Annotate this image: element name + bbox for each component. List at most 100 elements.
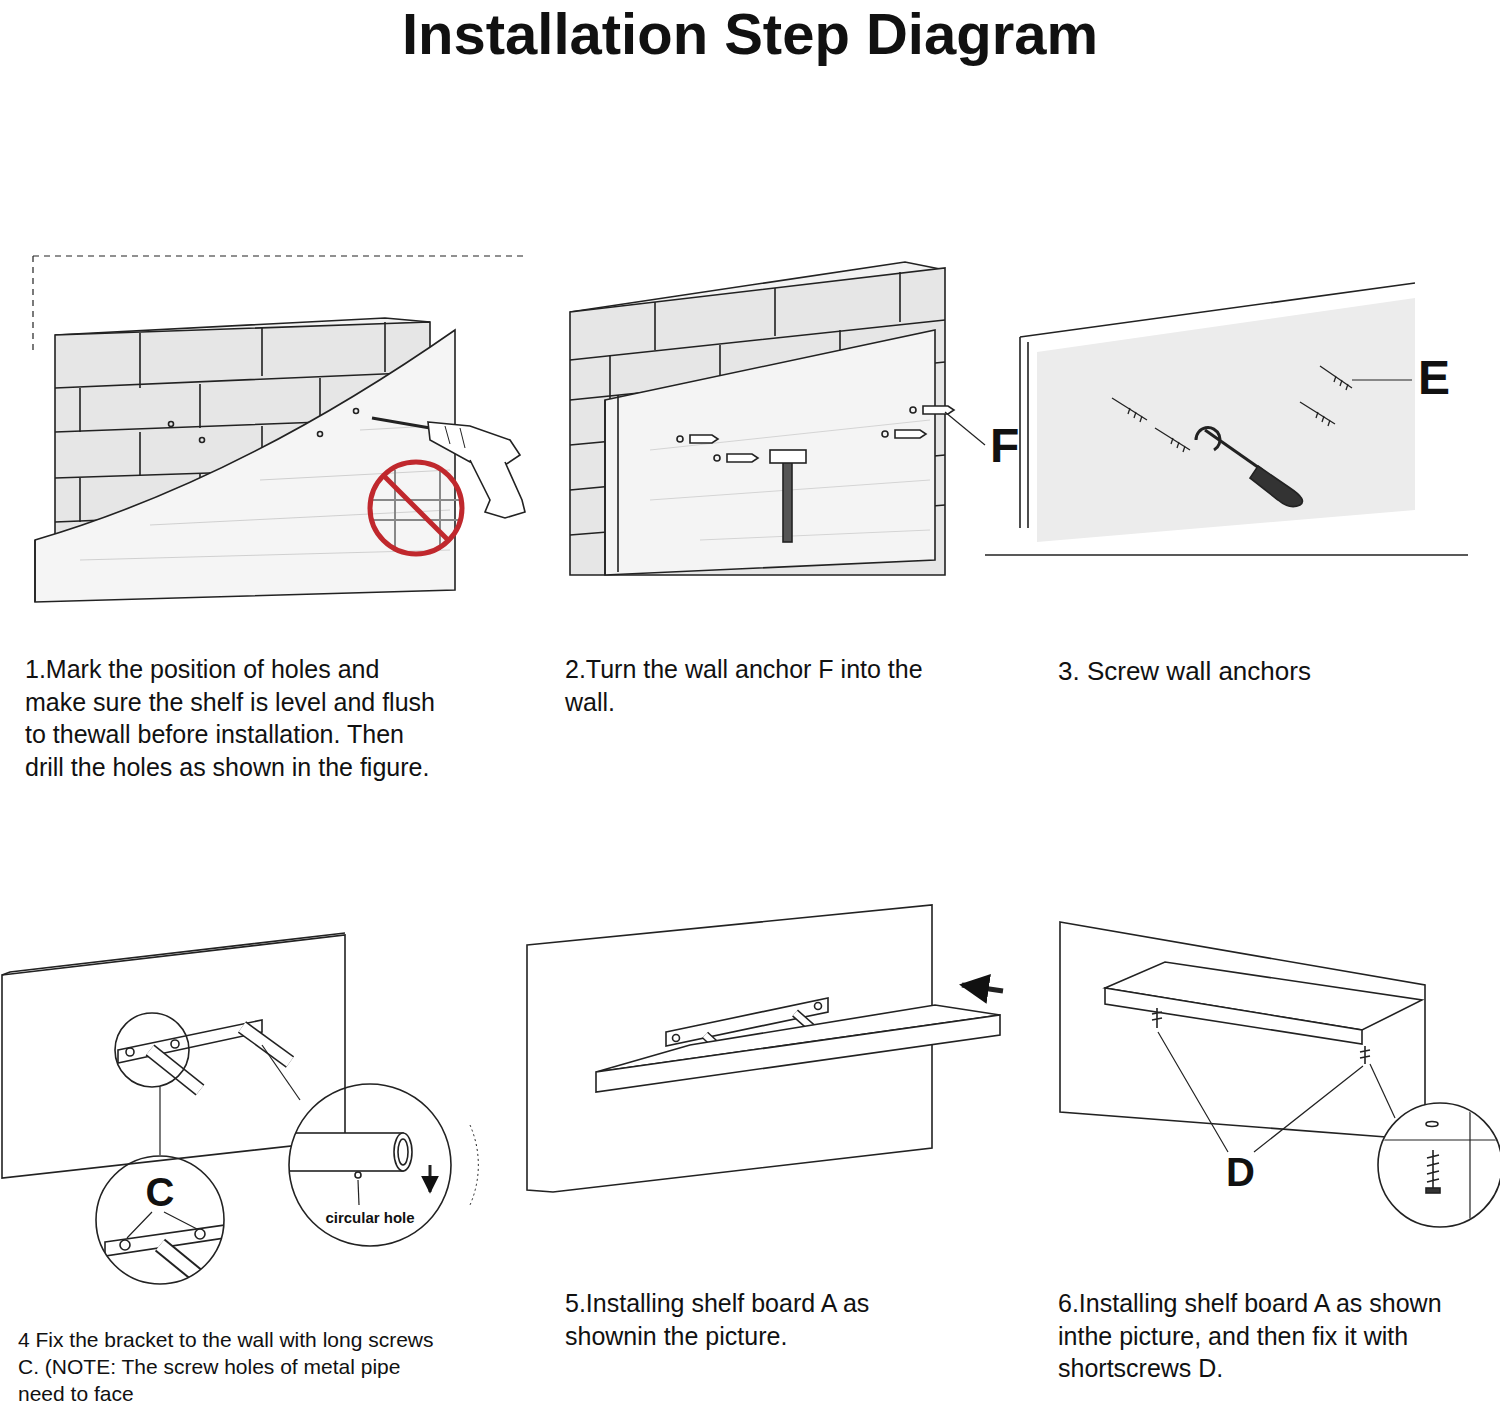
step6-fix-part: [1360, 1046, 1370, 1064]
step4-bracket-part: [159, 1087, 160, 1155]
step4-bracket-part-part: [394, 1133, 412, 1171]
anchor-f-part: [690, 435, 718, 443]
step1-drilling-part: [370, 462, 462, 554]
step4-bracket-part: [2, 933, 345, 975]
step3-screws-part: [1205, 430, 1262, 470]
step4-bracket-part-part: [355, 1172, 361, 1178]
screw-e-part: [1112, 398, 1147, 422]
step6-fix-part: [1378, 1103, 1500, 1227]
callout-circle: C: [95, 1155, 225, 1285]
step3-screws: [985, 283, 1468, 555]
step4-bracket-part: [429, 1165, 432, 1192]
anchor-f-part: [714, 455, 720, 461]
step4-bracket-part: [105, 1225, 225, 1290]
step6-fix-part: [1370, 1064, 1395, 1118]
step5-shelf-part: [673, 1035, 680, 1042]
step2-anchors-part: [770, 450, 806, 463]
step2-anchors-part: [605, 395, 618, 575]
step1-drilling-part: [372, 418, 430, 428]
step6-fix-part: [1060, 922, 1425, 1140]
step4-bracket-part: [150, 1050, 200, 1090]
callout-outline: [289, 1084, 451, 1246]
step6-fix-part: [1105, 988, 1362, 1044]
step6-fix-part-part: [1426, 1188, 1440, 1193]
step-caption: 4 Fix the bracket to the wall with long …: [18, 1326, 438, 1407]
screw-e-part: [1300, 402, 1335, 426]
step2-anchors-part: [570, 268, 945, 575]
step2-anchors-part: [783, 462, 792, 542]
callout-label: circular hole: [288, 1209, 452, 1226]
step4-bracket-part: [262, 1045, 300, 1100]
anchor-f-part: [727, 454, 758, 462]
step5-shelf: [527, 905, 1003, 1192]
step2-anchors-part: [945, 412, 985, 445]
screw-e-part: [1320, 366, 1352, 390]
callout-circle: circular hole: [288, 1083, 452, 1247]
diagram-title: Installation Step Diagram: [0, 0, 1500, 68]
step4-bracket-part-part: [285, 1133, 403, 1171]
step5-shelf-part: [596, 1015, 1000, 1092]
step3-screws-part: [1250, 466, 1302, 507]
anchor-f: [677, 406, 954, 462]
step4-bracket: [2, 933, 478, 1290]
step3-screws-part: [1037, 298, 1415, 542]
step4-bracket-part: [242, 1027, 290, 1062]
part-letter: C: [95, 1169, 225, 1215]
step6-fix-part: [1152, 1008, 1162, 1028]
step5-shelf-part: [962, 985, 1003, 991]
step-caption: 5.Installing shelf board A as shownin th…: [565, 1287, 965, 1352]
step2-anchors: [570, 262, 985, 575]
step1-drilling-part: [372, 470, 460, 550]
step4-bracket-part: [115, 1013, 189, 1087]
part-letter: D: [1226, 1150, 1255, 1194]
callout-outline: [96, 1156, 224, 1284]
step1-drilling-part: [470, 460, 525, 518]
anchor-f-part: [882, 431, 888, 437]
step4-bracket-part-part: [398, 1139, 408, 1165]
step1-drilling-part: [445, 426, 465, 448]
step6-fix-part-part: [1427, 1150, 1439, 1190]
step4-bracket-part: [118, 1020, 262, 1063]
step4-bracket-part-part: [195, 1229, 205, 1239]
step6-fix: [1060, 922, 1500, 1240]
screw-e: [1112, 366, 1352, 452]
step4-bracket-part: [150, 1050, 200, 1090]
step-caption: 2.Turn the wall anchor F into the wall.: [565, 653, 965, 718]
anchor-f-part: [923, 406, 954, 414]
step4-bracket-part: [470, 1125, 478, 1205]
step4-bracket-part: [171, 1040, 179, 1048]
part-letter: E: [1418, 350, 1450, 406]
step6-fix-part-part: [1426, 1122, 1438, 1127]
step6-fix-part-part: [1378, 1110, 1500, 1240]
anchor-f-part: [910, 407, 916, 413]
step4-bracket-part: [126, 1048, 134, 1056]
step1-drilling-part: [200, 438, 205, 443]
step1-drilling-part: [384, 476, 448, 540]
step4-bracket-part: [285, 1133, 412, 1178]
step-caption: 3. Screw wall anchors: [1058, 655, 1478, 688]
step1-drilling-part: [34, 540, 36, 602]
step3-screws-part: [1352, 379, 1412, 380]
part-letter: F: [990, 418, 1019, 474]
step2-anchors-part: [605, 330, 935, 575]
step1-drilling: [33, 256, 525, 602]
step5-shelf-part: [815, 1003, 822, 1010]
anchor-f-part: [677, 436, 683, 442]
step3-screws-part: [985, 554, 1468, 556]
step1-drilling-part: [428, 422, 520, 465]
screw-e-part: [1155, 428, 1190, 452]
step3-screws-part: [1196, 428, 1220, 450]
step4-bracket-part-part: [120, 1240, 130, 1250]
step-caption: 6.Installing shelf board A as shown inth…: [1058, 1287, 1478, 1385]
step4-bracket-part: [242, 1027, 290, 1062]
step4-bracket-part: [358, 1180, 359, 1205]
step6-fix-part: [1158, 1032, 1363, 1152]
step1-drilling-part: [318, 432, 323, 437]
step1-drilling-part: [354, 409, 359, 414]
anchor-f-part: [895, 430, 926, 438]
step4-bracket-part: [127, 1212, 197, 1238]
step1-drilling-part: [169, 422, 174, 427]
step6-fix-part: [1378, 1110, 1500, 1240]
step-caption: 1.Mark the position of holes and make su…: [25, 653, 445, 783]
